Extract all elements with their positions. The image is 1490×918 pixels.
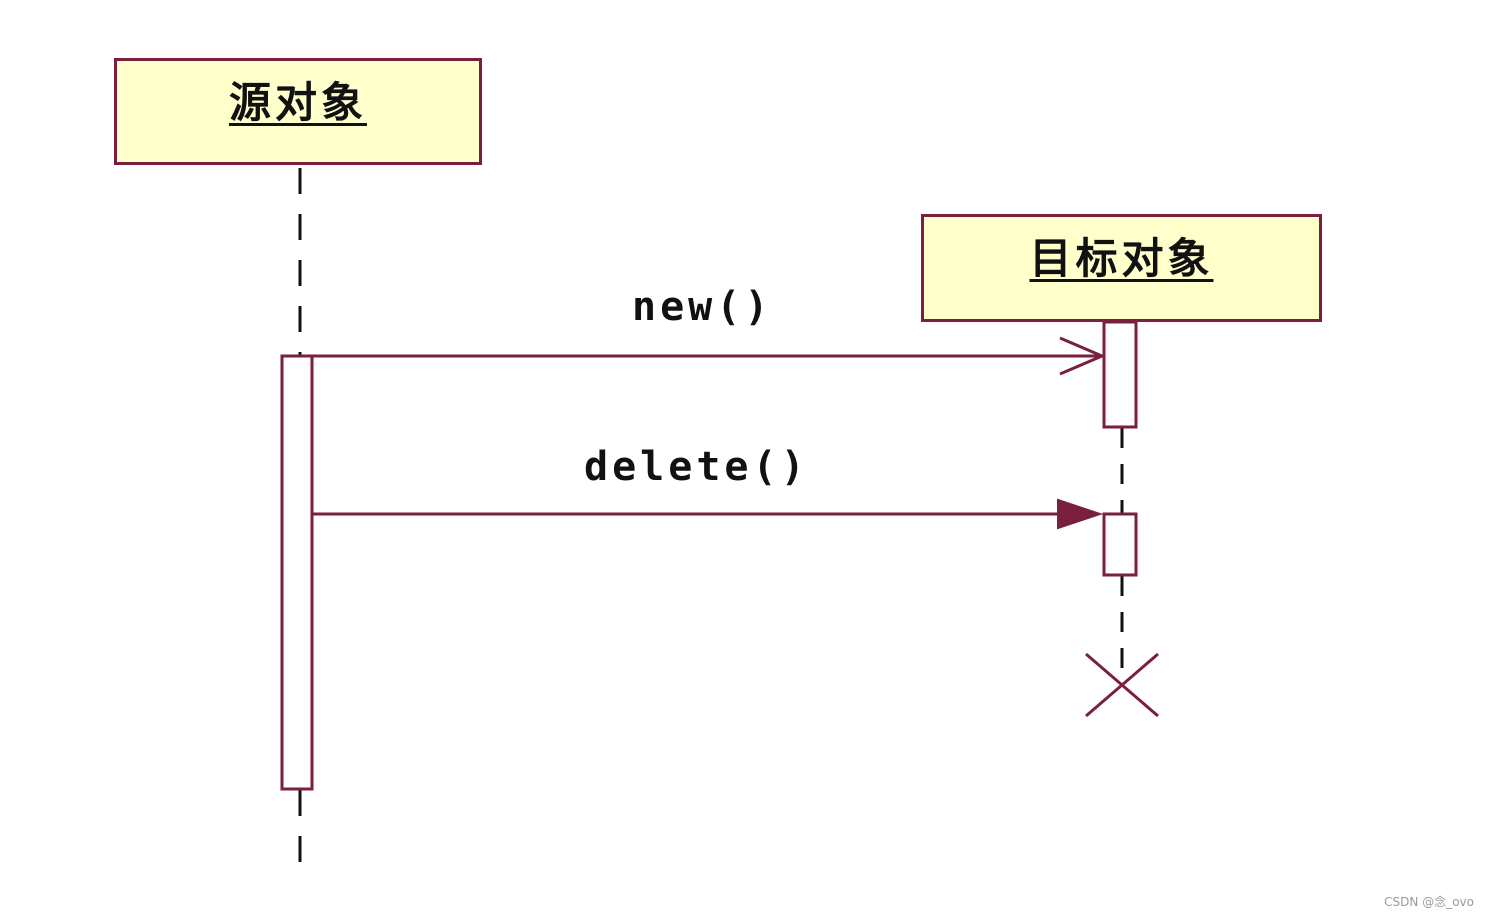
watermark-text: CSDN @念_ovo [1384,895,1474,909]
open-arrowhead-icon [1059,336,1106,376]
target-object-label: 目标对象 [1029,234,1214,283]
source-activation-bar [280,354,314,791]
source-object-label: 源对象 [228,78,367,127]
filled-arrowhead-icon [1057,498,1104,530]
source-object-box: 源对象 [114,58,482,165]
message-delete-label: delete() [584,444,809,490]
destroy-x-icon [1085,652,1159,718]
target-activation-bar-create [1102,320,1138,429]
target-activation-bar-delete [1102,512,1138,577]
target-object-box: 目标对象 [921,214,1322,322]
message-new-label: new() [632,284,773,330]
